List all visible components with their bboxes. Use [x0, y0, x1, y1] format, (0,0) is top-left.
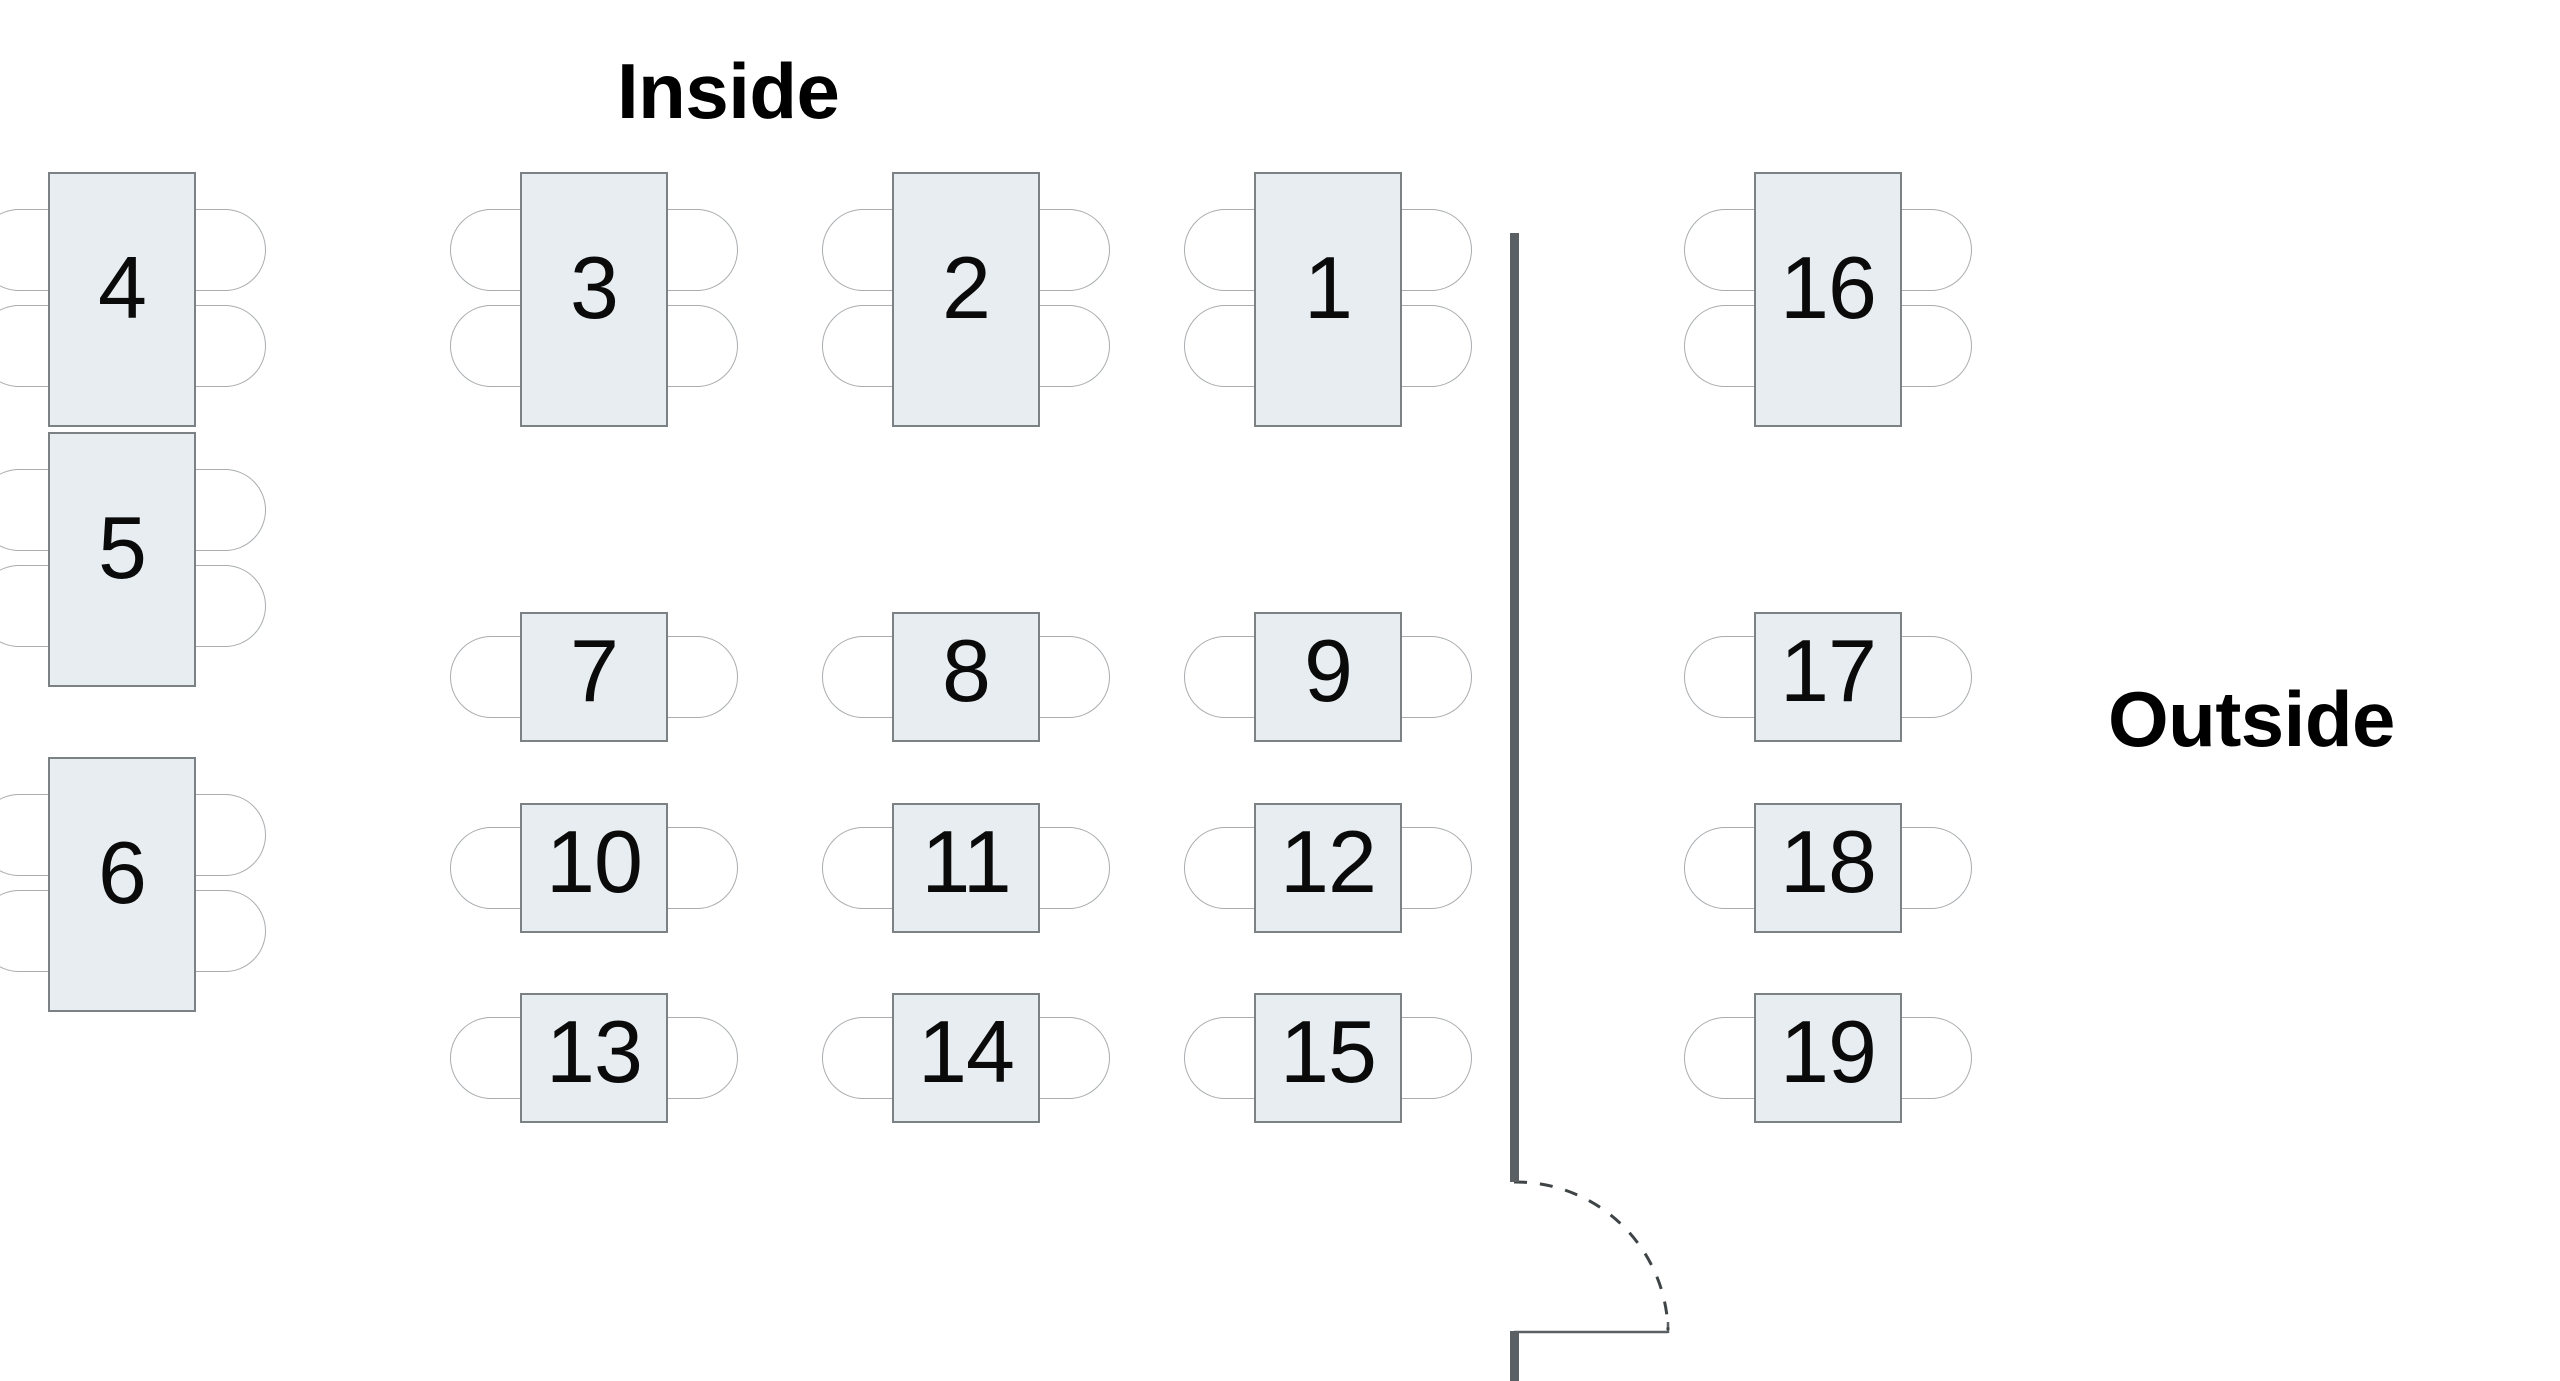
table-number-label: 16 [1780, 237, 1877, 337]
table-top-14[interactable]: 14 [892, 993, 1040, 1123]
table-number-label: 13 [546, 1002, 643, 1101]
table-top-17[interactable]: 17 [1754, 612, 1902, 742]
table-number-label: 14 [918, 1002, 1015, 1101]
table-number-label: 12 [1280, 812, 1377, 911]
table-top-18[interactable]: 18 [1754, 803, 1902, 933]
table-number-label: 19 [1780, 1002, 1877, 1101]
table-top-4[interactable]: 4 [48, 172, 196, 427]
table-number-label: 17 [1780, 621, 1877, 720]
partition-wall [1510, 233, 1519, 1182]
table-top-16[interactable]: 16 [1754, 172, 1902, 427]
table-top-19[interactable]: 19 [1754, 993, 1902, 1123]
inside-zone-label: Inside [617, 47, 840, 135]
outside-zone-label: Outside [2108, 675, 2395, 763]
table-number-label: 9 [1304, 621, 1353, 720]
door-swing-icon [1513, 1180, 1670, 1334]
table-number-label: 2 [942, 237, 991, 337]
table-number-label: 15 [1280, 1002, 1377, 1101]
table-number-label: 6 [98, 822, 147, 922]
table-top-12[interactable]: 12 [1254, 803, 1402, 933]
table-top-15[interactable]: 15 [1254, 993, 1402, 1123]
partition-wall-stub [1510, 1331, 1519, 1381]
table-top-3[interactable]: 3 [520, 172, 668, 427]
table-number-label: 18 [1780, 812, 1877, 911]
table-top-10[interactable]: 10 [520, 803, 668, 933]
table-top-7[interactable]: 7 [520, 612, 668, 742]
table-number-label: 11 [921, 812, 1011, 911]
table-number-label: 8 [942, 621, 991, 720]
table-number-label: 10 [546, 812, 643, 911]
table-top-2[interactable]: 2 [892, 172, 1040, 427]
table-top-1[interactable]: 1 [1254, 172, 1402, 427]
table-number-label: 7 [570, 621, 619, 720]
table-number-label: 3 [570, 237, 619, 337]
table-top-11[interactable]: 11 [892, 803, 1040, 933]
table-top-6[interactable]: 6 [48, 757, 196, 1012]
table-number-label: 4 [98, 237, 147, 337]
table-top-9[interactable]: 9 [1254, 612, 1402, 742]
table-number-label: 5 [98, 497, 147, 597]
table-top-13[interactable]: 13 [520, 993, 668, 1123]
table-top-8[interactable]: 8 [892, 612, 1040, 742]
table-top-5[interactable]: 5 [48, 432, 196, 687]
table-number-label: 1 [1304, 237, 1353, 337]
